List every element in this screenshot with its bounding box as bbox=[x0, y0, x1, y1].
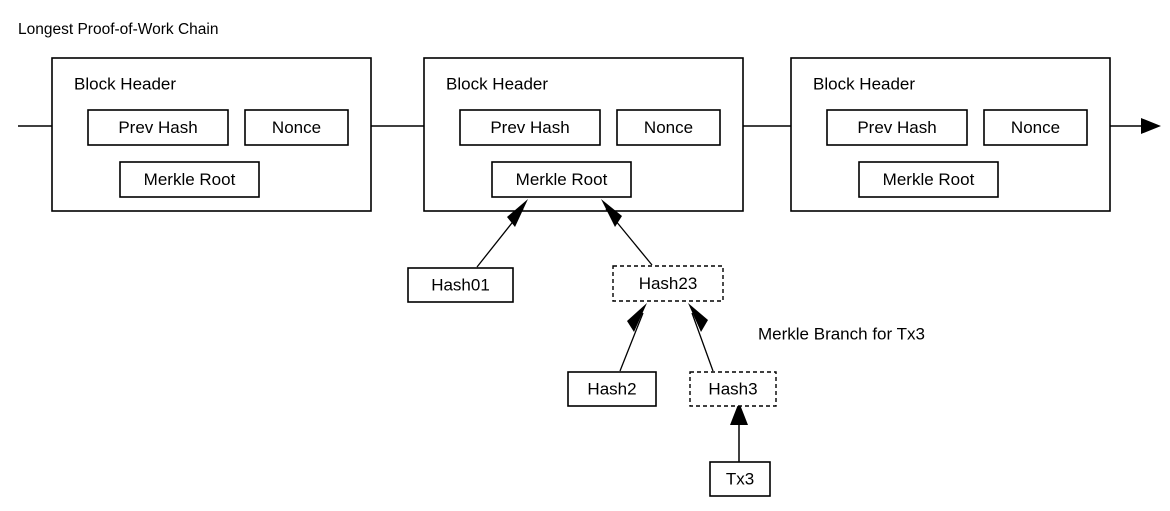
block-1-nonce-box[interactable] bbox=[244, 109, 349, 146]
hash23-label: Hash23 bbox=[639, 274, 698, 293]
chain-arrow-out-of-block-3 bbox=[1110, 118, 1161, 134]
merkle-node-hash3[interactable]: Hash3 bbox=[689, 371, 777, 407]
hash01-label: Hash01 bbox=[431, 275, 490, 294]
block-2-prev-hash-box[interactable] bbox=[459, 109, 601, 146]
tx3-label: Tx3 bbox=[726, 469, 754, 488]
block-2-merkle-root-label: Merkle Root bbox=[516, 170, 608, 189]
block-2-prev-hash-label: Prev Hash bbox=[490, 118, 569, 137]
merkle-node-hash2[interactable]: Hash2 bbox=[567, 371, 657, 407]
hash2-label: Hash2 bbox=[587, 379, 636, 398]
hash23-box[interactable] bbox=[612, 265, 724, 302]
hash3-label: Hash3 bbox=[708, 379, 757, 398]
diagram-title: Longest Proof-of-Work Chain bbox=[18, 21, 218, 38]
edge-tx3-to-hash3 bbox=[730, 402, 748, 462]
block-1-merkle-root-box[interactable] bbox=[119, 161, 260, 198]
block-2-header-label: Block Header bbox=[446, 74, 548, 93]
edge-hash01-to-merkle-root bbox=[476, 199, 528, 268]
block-3-prev-hash-label: Prev Hash bbox=[857, 118, 936, 137]
edge-hash3-to-hash23 bbox=[688, 303, 714, 372]
block-3-merkle-root-label: Merkle Root bbox=[883, 170, 975, 189]
edge-hash2-to-hash23 bbox=[619, 303, 647, 372]
block-3[interactable]: Block Header Prev Hash Nonce Merkle Root bbox=[790, 57, 1111, 212]
block-1-header-label: Block Header bbox=[74, 74, 176, 93]
edge-hash23-to-merkle-root bbox=[601, 199, 653, 266]
block-1-prev-hash-label: Prev Hash bbox=[118, 118, 197, 137]
block-1-nonce-label: Nonce bbox=[272, 118, 321, 137]
tx3-box[interactable] bbox=[709, 461, 771, 497]
block-3-header-label: Block Header bbox=[813, 74, 915, 93]
block-3-prev-hash-box[interactable] bbox=[826, 109, 968, 146]
hash2-box[interactable] bbox=[567, 371, 657, 407]
block-2-merkle-root-box[interactable] bbox=[491, 161, 632, 198]
block-1-prev-hash-box[interactable] bbox=[87, 109, 229, 146]
merkle-node-hash01[interactable]: Hash01 bbox=[407, 267, 514, 303]
merkle-node-tx3[interactable]: Tx3 bbox=[709, 461, 771, 497]
merkle-node-hash23[interactable]: Hash23 bbox=[612, 265, 724, 302]
block-2-nonce-box[interactable] bbox=[616, 109, 721, 146]
hash3-box[interactable] bbox=[689, 371, 777, 407]
hash01-box[interactable] bbox=[407, 267, 514, 303]
block-3-nonce-label: Nonce bbox=[1011, 118, 1060, 137]
block-1-merkle-root-label: Merkle Root bbox=[144, 170, 236, 189]
block-1[interactable]: Block Header Prev Hash Nonce Merkle Root bbox=[51, 57, 372, 212]
block-2-nonce-label: Nonce bbox=[644, 118, 693, 137]
block-2[interactable]: Block Header Prev Hash Nonce Merkle Root bbox=[423, 57, 744, 212]
merkle-branch-annotation: Merkle Branch for Tx3 bbox=[758, 324, 925, 343]
block-3-nonce-box[interactable] bbox=[983, 109, 1088, 146]
block-3-merkle-root-box[interactable] bbox=[858, 161, 999, 198]
